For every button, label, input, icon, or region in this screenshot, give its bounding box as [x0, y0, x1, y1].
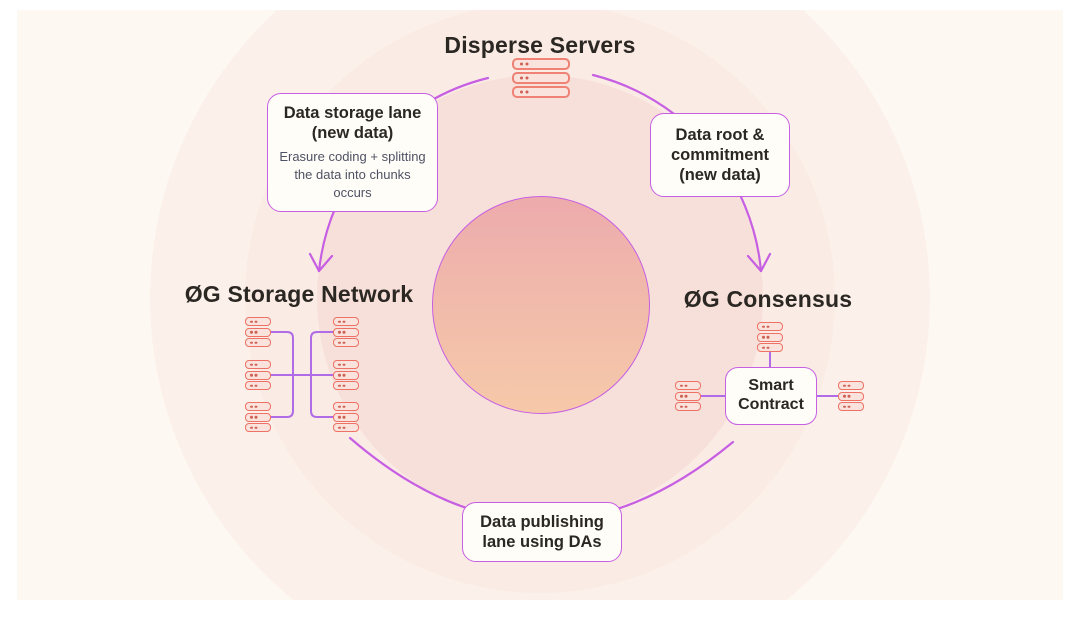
consensus-server-icon: [675, 381, 701, 411]
storage-network-heading: ØG Storage Network: [184, 281, 414, 307]
consensus-server-icon: [838, 381, 864, 411]
data-root-box-title: Data root & commitment (new data): [670, 125, 770, 185]
disperse-servers-icon: [512, 58, 570, 98]
diagram-title: Disperse Servers: [444, 32, 636, 58]
storage-server-icon: [333, 360, 359, 390]
storage-server-icon: [245, 317, 271, 347]
publishing-lane-box: Data publishing lane using DAs: [462, 502, 622, 562]
storage-server-icon: [245, 360, 271, 390]
data-root-box: Data root & commitment (new data): [650, 113, 790, 197]
publishing-lane-box-title: Data publishing lane using DAs: [480, 512, 604, 551]
consensus-server-icon: [757, 322, 783, 352]
smart-contract-box: Smart Contract: [725, 367, 817, 425]
center-gradient-circle: [432, 196, 650, 414]
arrowhead-storage-network: [308, 252, 334, 273]
diagram-stage: Disperse Servers Data storage lane (new …: [17, 10, 1063, 600]
storage-server-icon: [245, 402, 271, 432]
storage-lane-box: Data storage lane (new data) Erasure cod…: [267, 93, 438, 212]
storage-lane-box-note: Erasure coding + splitting the data into…: [279, 149, 426, 201]
storage-lane-box-title: Data storage lane (new data): [283, 103, 422, 143]
storage-server-icon: [333, 317, 359, 347]
smart-contract-label: Smart Contract: [738, 377, 804, 413]
consensus-heading: ØG Consensus: [683, 286, 853, 312]
arrowhead-consensus: [746, 252, 772, 273]
storage-server-icon: [333, 402, 359, 432]
